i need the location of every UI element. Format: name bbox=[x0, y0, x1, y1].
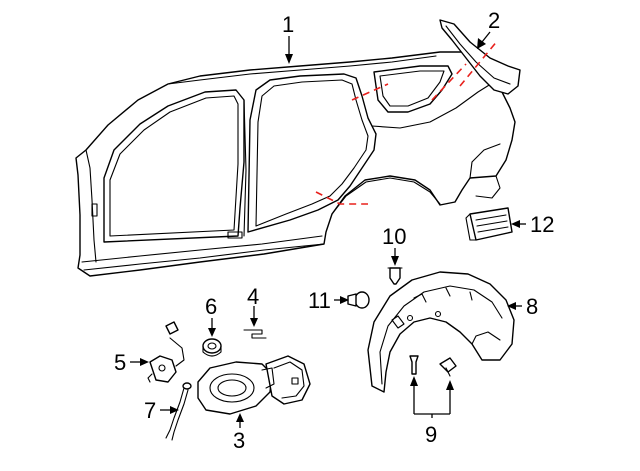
cut-line-window bbox=[351, 83, 389, 101]
bumper-hole bbox=[207, 342, 217, 350]
tether-end bbox=[182, 382, 192, 390]
wheel-arch-edge bbox=[331, 177, 441, 215]
trim-strip bbox=[439, 19, 521, 95]
spring-part-4 bbox=[243, 329, 267, 339]
fuel-door-flap-inner bbox=[273, 361, 305, 399]
screw-right-shank bbox=[445, 367, 451, 377]
vent-slat-3 bbox=[477, 226, 509, 233]
push-pin-head bbox=[354, 291, 370, 309]
trim-strip-part-2 bbox=[439, 19, 521, 95]
b-pillar-slot bbox=[227, 231, 243, 239]
liner-rib-2 bbox=[413, 293, 427, 303]
cut-line-arch bbox=[315, 191, 368, 205]
bracket-body bbox=[149, 355, 177, 383]
fuel-door-part-3 bbox=[197, 355, 311, 415]
callout-11: 11 bbox=[308, 288, 331, 313]
clip-part-10 bbox=[387, 267, 403, 285]
roof-rail-line bbox=[167, 55, 437, 85]
bumper-side bbox=[202, 345, 222, 357]
vent-part-12 bbox=[465, 207, 513, 241]
c-pillar-line bbox=[371, 81, 495, 129]
rear-fender-line bbox=[469, 143, 501, 179]
callout-9: 9 bbox=[425, 422, 437, 447]
tether-line bbox=[165, 387, 185, 439]
liner-outer bbox=[367, 271, 515, 393]
push-pin-part-11 bbox=[347, 291, 370, 309]
vent-slat-1 bbox=[475, 214, 507, 221]
callout-labels: 1 2 10 11 12 8 6 4 5 7 3 9 bbox=[114, 8, 554, 453]
tether-part-7 bbox=[165, 382, 192, 441]
bracket-hole bbox=[158, 364, 166, 372]
rocker-line-upper bbox=[81, 235, 323, 263]
tether-line-2 bbox=[171, 389, 189, 441]
bumper-part-6 bbox=[202, 338, 222, 357]
liner-rib-1 bbox=[391, 315, 405, 329]
quarter-window-opening bbox=[373, 65, 453, 113]
quarter-window-inner bbox=[379, 70, 445, 107]
callout-5: 5 bbox=[114, 350, 126, 375]
front-door-opening-inner bbox=[109, 95, 239, 237]
vent-slat-2 bbox=[476, 220, 508, 227]
tail-lamp-notch bbox=[475, 175, 501, 199]
callout-1: 1 bbox=[282, 12, 294, 37]
liner-hole-1 bbox=[434, 310, 442, 318]
bracket-part-5 bbox=[147, 321, 185, 383]
bracket-arm bbox=[169, 337, 185, 367]
leader-lines bbox=[130, 31, 526, 428]
section-cut-lines bbox=[315, 39, 499, 205]
callout-12: 12 bbox=[530, 212, 554, 237]
clip-body bbox=[389, 267, 401, 285]
fuel-housing-inner bbox=[217, 379, 247, 397]
fuel-door-tab bbox=[291, 377, 299, 385]
cut-line-trim bbox=[459, 39, 499, 87]
rear-door-opening bbox=[247, 73, 377, 233]
callout-2: 2 bbox=[488, 8, 500, 33]
liner-rib-4 bbox=[469, 291, 473, 301]
screw-right bbox=[439, 357, 457, 373]
spring-wire bbox=[243, 329, 267, 339]
callout-8: 8 bbox=[526, 294, 538, 319]
screw-left bbox=[409, 355, 419, 375]
push-pin-shank bbox=[347, 293, 357, 307]
bumper-body bbox=[202, 338, 222, 354]
rear-door-opening-inner bbox=[255, 79, 369, 227]
side-panel-part-1 bbox=[75, 51, 516, 277]
liner-inner-edge bbox=[379, 285, 503, 385]
rocker-line-lower bbox=[83, 243, 325, 271]
callout-6: 6 bbox=[205, 294, 217, 319]
wheelhouse-liner-part-8 bbox=[367, 271, 515, 393]
fuel-housing bbox=[197, 361, 273, 415]
callout-4: 4 bbox=[247, 284, 259, 309]
a-pillar-line bbox=[85, 149, 97, 263]
liner-hole-2 bbox=[406, 314, 414, 322]
front-door-opening bbox=[103, 89, 245, 243]
callout-10: 10 bbox=[382, 224, 406, 249]
cut-line-quarter bbox=[431, 63, 467, 101]
callout-7: 7 bbox=[144, 398, 156, 423]
screws-part-9 bbox=[409, 355, 457, 377]
b-pillar-line bbox=[243, 99, 247, 237]
liner-rib-3 bbox=[445, 287, 451, 297]
a-pillar-slot bbox=[91, 203, 98, 217]
liner-flange bbox=[471, 331, 501, 345]
vent-side bbox=[465, 213, 477, 241]
bracket-lower bbox=[147, 373, 153, 383]
fuel-housing-opening bbox=[209, 373, 255, 403]
bracket-clip bbox=[165, 321, 179, 335]
fuel-hinge bbox=[261, 367, 275, 389]
callout-3: 3 bbox=[233, 428, 245, 453]
trim-strip-inner bbox=[445, 25, 511, 85]
